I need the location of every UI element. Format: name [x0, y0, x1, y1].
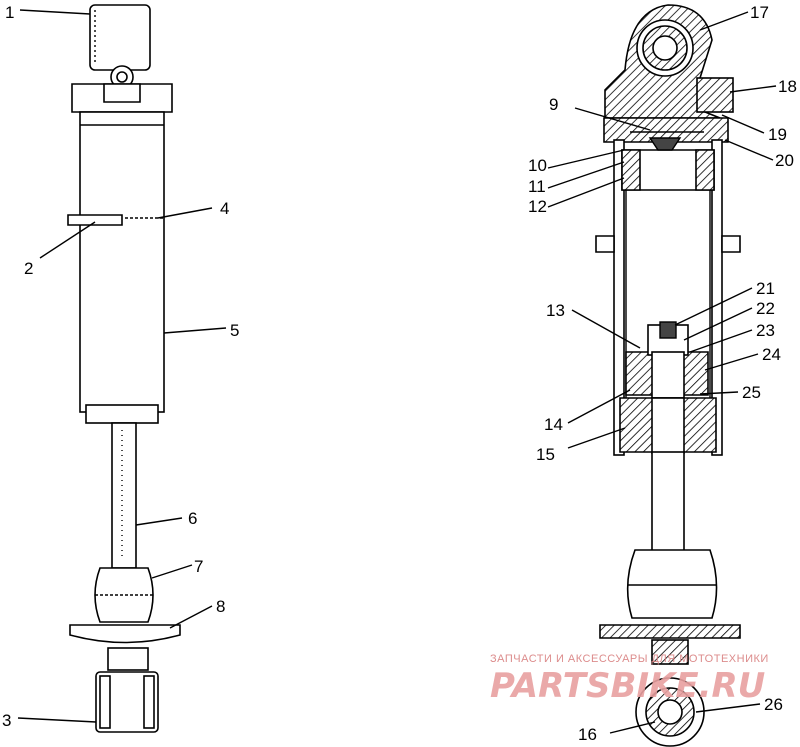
callout-18: 18 — [778, 77, 797, 96]
callout-23: 23 — [756, 321, 775, 340]
right-leader-lines — [547, 11, 777, 734]
callout-2: 2 — [24, 259, 33, 278]
callout-4: 4 — [220, 199, 229, 218]
callout-9: 9 — [549, 95, 558, 114]
piston-shaft-section — [651, 451, 685, 553]
watermark: ЗАПЧАСТИ И АКСЕССУАРЫ ДЛЯ МОТОТЕХНИКИ PA… — [490, 653, 769, 706]
spring-seat-section — [599, 624, 741, 639]
callout-7: 7 — [194, 557, 203, 576]
watermark-brand: PARTSBIKE.RU — [490, 666, 765, 706]
callout-26: 26 — [764, 695, 783, 714]
valve-block — [696, 77, 734, 113]
callout-22: 22 — [756, 299, 775, 318]
left-leader-lines — [17, 9, 227, 723]
callout-17: 17 — [750, 3, 769, 22]
cylinder-wall-left — [613, 139, 625, 456]
callout-12: 12 — [528, 197, 547, 216]
bottom-eyelet — [95, 671, 159, 733]
callout-13: 13 — [546, 301, 565, 320]
callout-16: 16 — [578, 725, 597, 744]
piston-shaft — [111, 422, 137, 569]
callout-24: 24 — [762, 345, 781, 364]
cylinder-wall-right — [711, 139, 723, 456]
clamp-ring — [67, 214, 123, 226]
spring-seat — [69, 624, 181, 644]
top-eyelet — [89, 4, 151, 71]
callout-10: 10 — [528, 156, 547, 175]
shock-body — [79, 111, 165, 413]
callout-6: 6 — [188, 509, 197, 528]
watermark-caption: ЗАПЧАСТИ И АКСЕССУАРЫ ДЛЯ МОТОТЕХНИКИ — [490, 653, 769, 665]
callout-8: 8 — [216, 597, 225, 616]
callout-15: 15 — [536, 445, 555, 464]
right-shock-section — [595, 4, 741, 747]
bump-stop-section — [626, 549, 718, 619]
callout-labels: 1 2 3 4 5 6 7 8 9 10 11 12 13 14 15 16 1… — [2, 3, 797, 744]
callout-20: 20 — [775, 151, 794, 170]
callout-14: 14 — [544, 415, 563, 434]
spring-collar — [595, 235, 615, 253]
callout-5: 5 — [230, 321, 239, 340]
callout-19: 19 — [768, 125, 787, 144]
callout-25: 25 — [742, 383, 761, 402]
bump-stop — [94, 567, 154, 623]
callout-11: 11 — [528, 177, 546, 196]
callout-21: 21 — [756, 279, 775, 298]
callout-3: 3 — [2, 711, 11, 730]
left-shock-assembly — [67, 4, 181, 733]
callout-1: 1 — [5, 3, 14, 22]
